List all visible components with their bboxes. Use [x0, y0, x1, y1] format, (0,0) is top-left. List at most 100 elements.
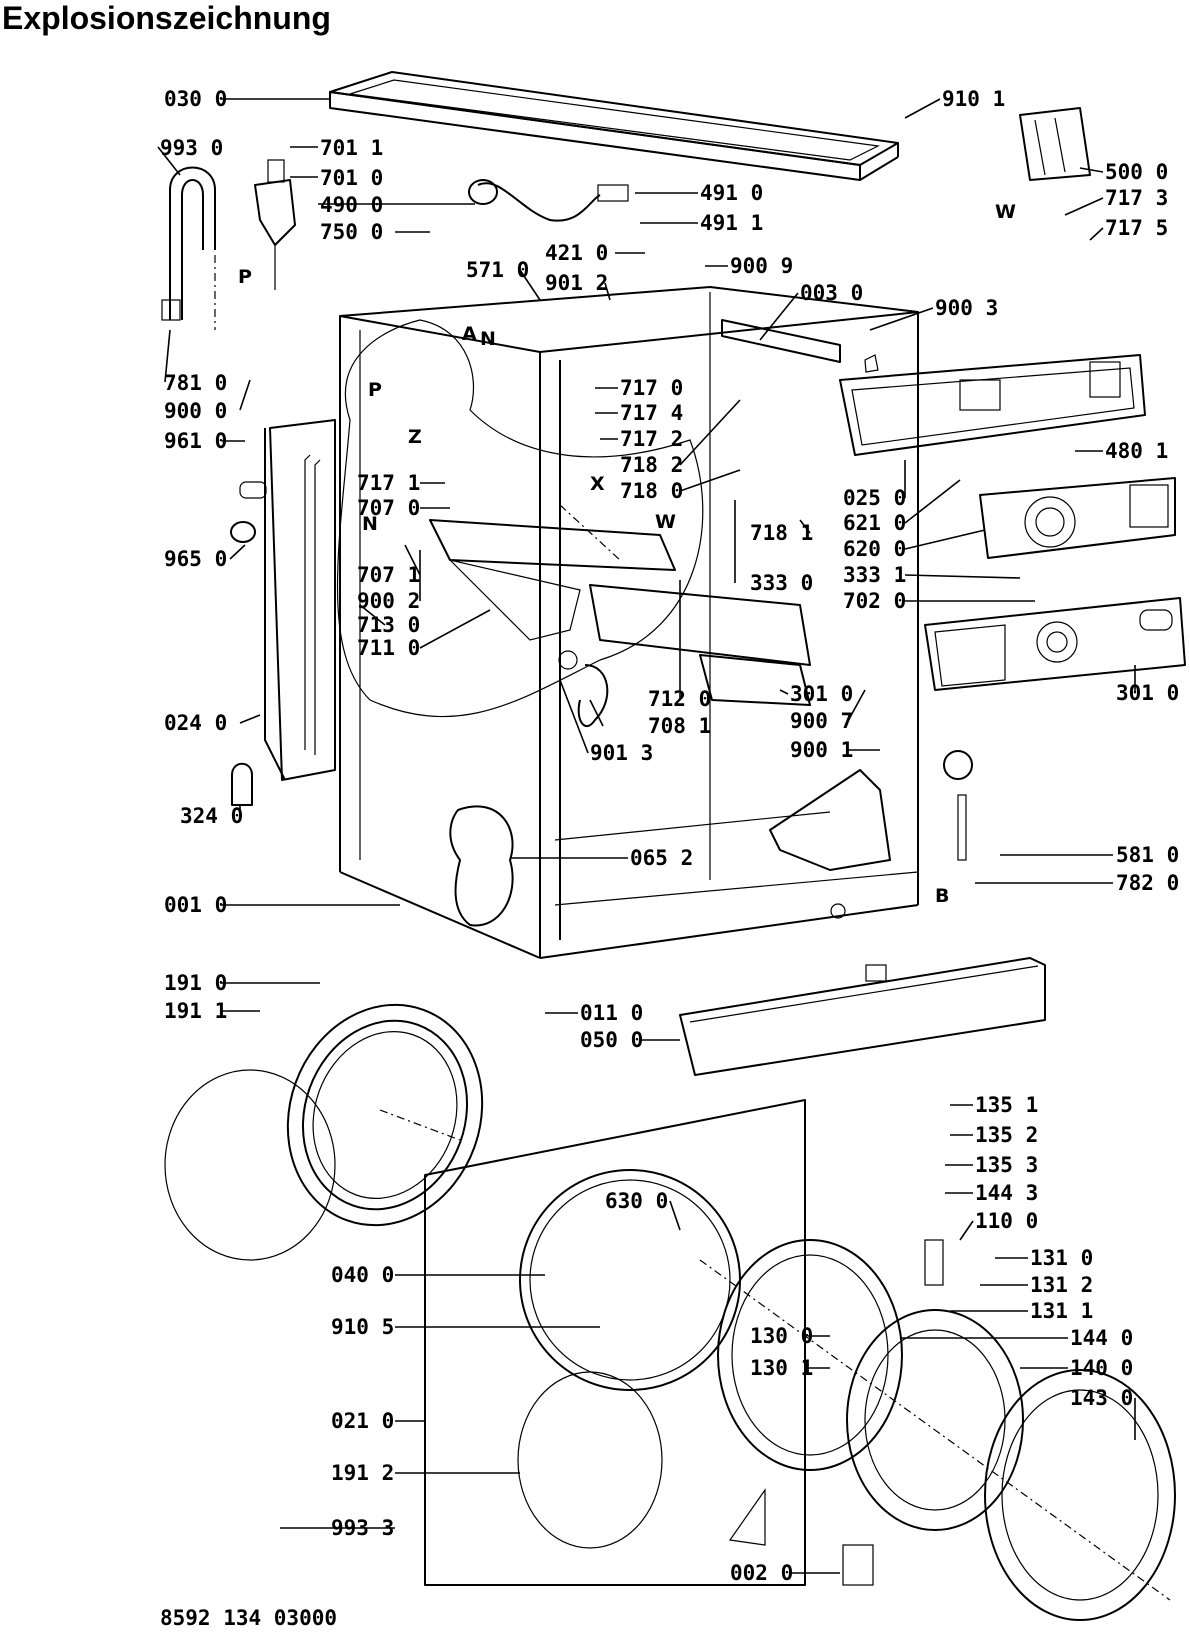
part-number-label: 620 0 — [843, 537, 906, 561]
leader-line — [604, 282, 611, 301]
part-number-label: 144 0 — [1070, 1326, 1133, 1350]
part-number-label: 961 0 — [164, 429, 227, 453]
reference-marker: X — [590, 473, 605, 495]
part-number-label: 110 0 — [975, 1209, 1038, 1233]
part-number-label: 480 1 — [1105, 439, 1168, 463]
part-number-label: 144 3 — [975, 1181, 1038, 1205]
leader-line — [419, 609, 491, 649]
part-number-label: 040 0 — [331, 1263, 394, 1287]
part-number-label: 707 0 — [357, 496, 420, 520]
part-number-label: 491 1 — [700, 211, 763, 235]
reference-marker: W — [655, 511, 676, 533]
part-number-label: 324 0 — [180, 804, 243, 828]
leader-line — [1064, 197, 1104, 216]
part-number-label: 135 1 — [975, 1093, 1038, 1117]
part-number-label: 717 1 — [357, 471, 420, 495]
part-number-label: 003 0 — [800, 281, 863, 305]
leader-line — [164, 329, 171, 383]
part-number-label: 421 0 — [545, 241, 608, 265]
part-number-label: 717 2 — [620, 427, 683, 451]
part-number-label: 333 0 — [750, 571, 813, 595]
part-number-label: 712 0 — [648, 687, 711, 711]
part-number-label: 500 0 — [1105, 160, 1168, 184]
part-number-label: 713 0 — [357, 613, 420, 637]
reference-marker: A — [462, 323, 477, 345]
leader-line — [669, 1200, 681, 1231]
pcb-drawing — [839, 354, 1146, 456]
leader-line — [359, 604, 386, 626]
insulation-drawing — [449, 769, 891, 927]
part-number-label: 718 0 — [620, 479, 683, 503]
leader-line — [679, 399, 741, 466]
part-number-label: 011 0 — [580, 1001, 643, 1025]
part-number-label: 002 0 — [730, 1561, 793, 1585]
part-number-label: 001 0 — [164, 893, 227, 917]
leader-line — [799, 519, 811, 534]
leader-line — [589, 699, 604, 727]
part-number-label: 630 0 — [605, 1189, 668, 1213]
side-panel-drawing — [264, 419, 336, 781]
part-number-label: 717 3 — [1105, 186, 1168, 210]
part-number-label: 718 1 — [750, 521, 813, 545]
part-number-label: 900 1 — [790, 738, 853, 762]
reference-marker: W — [995, 201, 1016, 223]
part-number-label: 717 5 — [1105, 216, 1168, 240]
leader-line — [904, 574, 1021, 579]
inlet-valve-drawing — [254, 159, 296, 290]
part-number-label: 901 2 — [545, 271, 608, 295]
leader-line — [239, 379, 251, 411]
reference-marker: P — [368, 379, 382, 401]
leader-line — [1089, 227, 1104, 241]
part-number-label: 901 3 — [590, 741, 653, 765]
part-number-label: 718 2 — [620, 453, 683, 477]
part-number-label: 701 0 — [320, 166, 383, 190]
part-number-label: 131 1 — [1030, 1299, 1093, 1323]
part-number-label: 910 5 — [331, 1315, 394, 1339]
part-number-label: 333 1 — [843, 563, 906, 587]
part-number-label: 130 1 — [750, 1356, 813, 1380]
small-parts-drawing — [230, 481, 944, 1586]
part-number-label: 191 1 — [164, 999, 227, 1023]
part-number-label: 301 0 — [790, 682, 853, 706]
door-assembly-drawing — [699, 1239, 1176, 1621]
reference-marker: P — [238, 266, 252, 288]
pressure-switch-drawing — [943, 750, 973, 780]
leader-line — [239, 714, 261, 724]
part-number-label: 030 0 — [164, 87, 227, 111]
leader-line — [559, 679, 589, 754]
reference-marker: B — [935, 885, 949, 907]
part-number-label: 024 0 — [164, 711, 227, 735]
part-number-label: 581 0 — [1116, 843, 1179, 867]
part-number-label: 025 0 — [843, 486, 906, 510]
part-number-label: 143 0 — [1070, 1386, 1133, 1410]
cable-drawing — [468, 179, 629, 222]
part-number-label: 965 0 — [164, 547, 227, 571]
front-panel-drawing — [424, 1099, 806, 1586]
part-number-label: 900 7 — [790, 709, 853, 733]
part-number-label: 490 0 — [320, 193, 383, 217]
part-number-label: 050 0 — [580, 1028, 643, 1052]
part-number-label: 750 0 — [320, 220, 383, 244]
leader-line — [404, 544, 421, 576]
leader-line — [904, 479, 961, 524]
reference-marker: N — [480, 328, 496, 350]
part-number-label: 702 0 — [843, 589, 906, 613]
reference-marker: N — [362, 513, 378, 535]
part-number-label: 900 3 — [935, 296, 998, 320]
hose-drawing — [161, 166, 216, 330]
leader-line — [904, 529, 986, 550]
part-number-label: 707 1 — [357, 563, 420, 587]
leader-line — [157, 146, 181, 176]
cabinet-drawing — [339, 286, 919, 959]
part-number-label: 711 0 — [357, 636, 420, 660]
part-number-label: 993 0 — [160, 136, 223, 160]
part-number-label: 910 1 — [942, 87, 1005, 111]
part-number-label: 571 0 — [466, 258, 529, 282]
part-number-label: 140 0 — [1070, 1356, 1133, 1380]
part-number-label: 900 0 — [164, 399, 227, 423]
leader-line — [679, 469, 741, 492]
leader-line — [959, 1220, 974, 1241]
